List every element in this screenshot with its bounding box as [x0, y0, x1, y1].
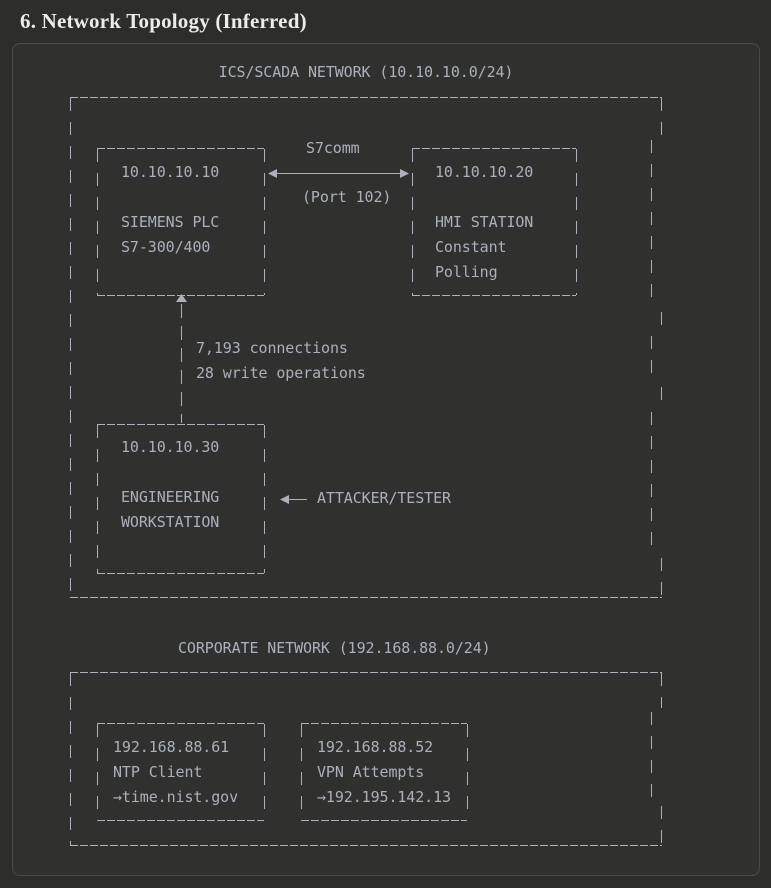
- ntp-node-text: 192.168.88.61 NTP Client →time.nist.gov: [113, 738, 239, 806]
- hmi-node-box: [412, 148, 577, 296]
- eng-node-box: [97, 424, 265, 574]
- vpn-node-text: 192.168.88.52 VPN Attempts →192.195.142.…: [317, 738, 451, 806]
- s7comm-label: S7comm: [306, 139, 360, 157]
- plc-node-text: 10.10.10.10 SIEMENS PLC S7-300/400: [121, 163, 220, 256]
- ics-network-title: ICS/SCADA NETWORK (10.10.10.0/24): [218, 63, 514, 81]
- topology-panel: ICS/SCADA NETWORK (10.10.10.0/24) 10.10.…: [12, 43, 760, 876]
- attacker-arrow: [280, 495, 307, 504]
- connection-stats: 7,193 connections 28 write operations: [196, 339, 366, 382]
- ics-network-box: [70, 97, 662, 598]
- ntp-node-box: [97, 723, 265, 821]
- hmi-node-text: 10.10.10.20 HMI STATION Constant Polling: [435, 163, 534, 281]
- s7comm-port-label: (Port 102): [302, 188, 392, 206]
- page-title: 6. Network Topology (Inferred): [20, 9, 307, 33]
- eng-node-text: 10.10.10.30 ENGINEERING WORKSTATION: [121, 438, 220, 531]
- diagram-wires: [70, 97, 662, 846]
- attacker-label: ATTACKER/TESTER: [317, 489, 451, 507]
- corporate-network-box: [70, 672, 662, 846]
- vpn-node-box: [301, 723, 468, 821]
- uplink-arrow: [176, 294, 187, 423]
- s7comm-arrow: [268, 169, 409, 178]
- corporate-network-title: CORPORATE NETWORK (192.168.88.0/24): [178, 639, 491, 657]
